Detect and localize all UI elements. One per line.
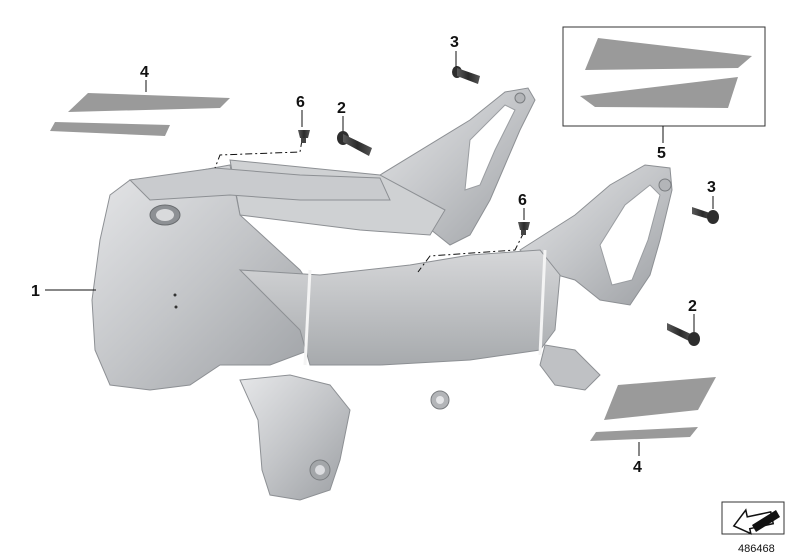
- protective-pads-part-4-right: [590, 377, 716, 441]
- callout-4-right: 4: [633, 459, 642, 476]
- orientation-arrow-icon: [721, 501, 785, 535]
- callout-4-left: 4: [140, 64, 149, 81]
- screw-part-6-right: [518, 222, 530, 235]
- callout-2-right: 2: [688, 298, 697, 315]
- decal-set-part-5: [562, 26, 766, 127]
- callout-1: 1: [31, 283, 40, 300]
- bolt-part-2-right: [667, 323, 700, 346]
- document-number: 486468: [738, 543, 775, 555]
- callout-6-upper: 6: [296, 94, 305, 111]
- main-frame-part-1: [91, 87, 673, 501]
- bolt-part-3-right: [692, 207, 719, 224]
- callouts: 1 4 3 2 6 5 3 6 2 4: [31, 34, 716, 476]
- bolt-part-3-upper: [452, 66, 480, 84]
- callout-3-upper: 3: [450, 34, 459, 51]
- assembly-lines: [214, 139, 525, 273]
- protective-pads-part-4-left: [50, 93, 230, 136]
- callout-6-right: 6: [518, 192, 527, 209]
- screw-part-6-upper: [298, 130, 310, 143]
- leader-lines: [45, 51, 714, 456]
- bolt-part-2-upper: [337, 131, 372, 156]
- callout-2-upper: 2: [337, 100, 346, 117]
- callout-3-right: 3: [707, 179, 716, 196]
- callout-5: 5: [657, 145, 666, 162]
